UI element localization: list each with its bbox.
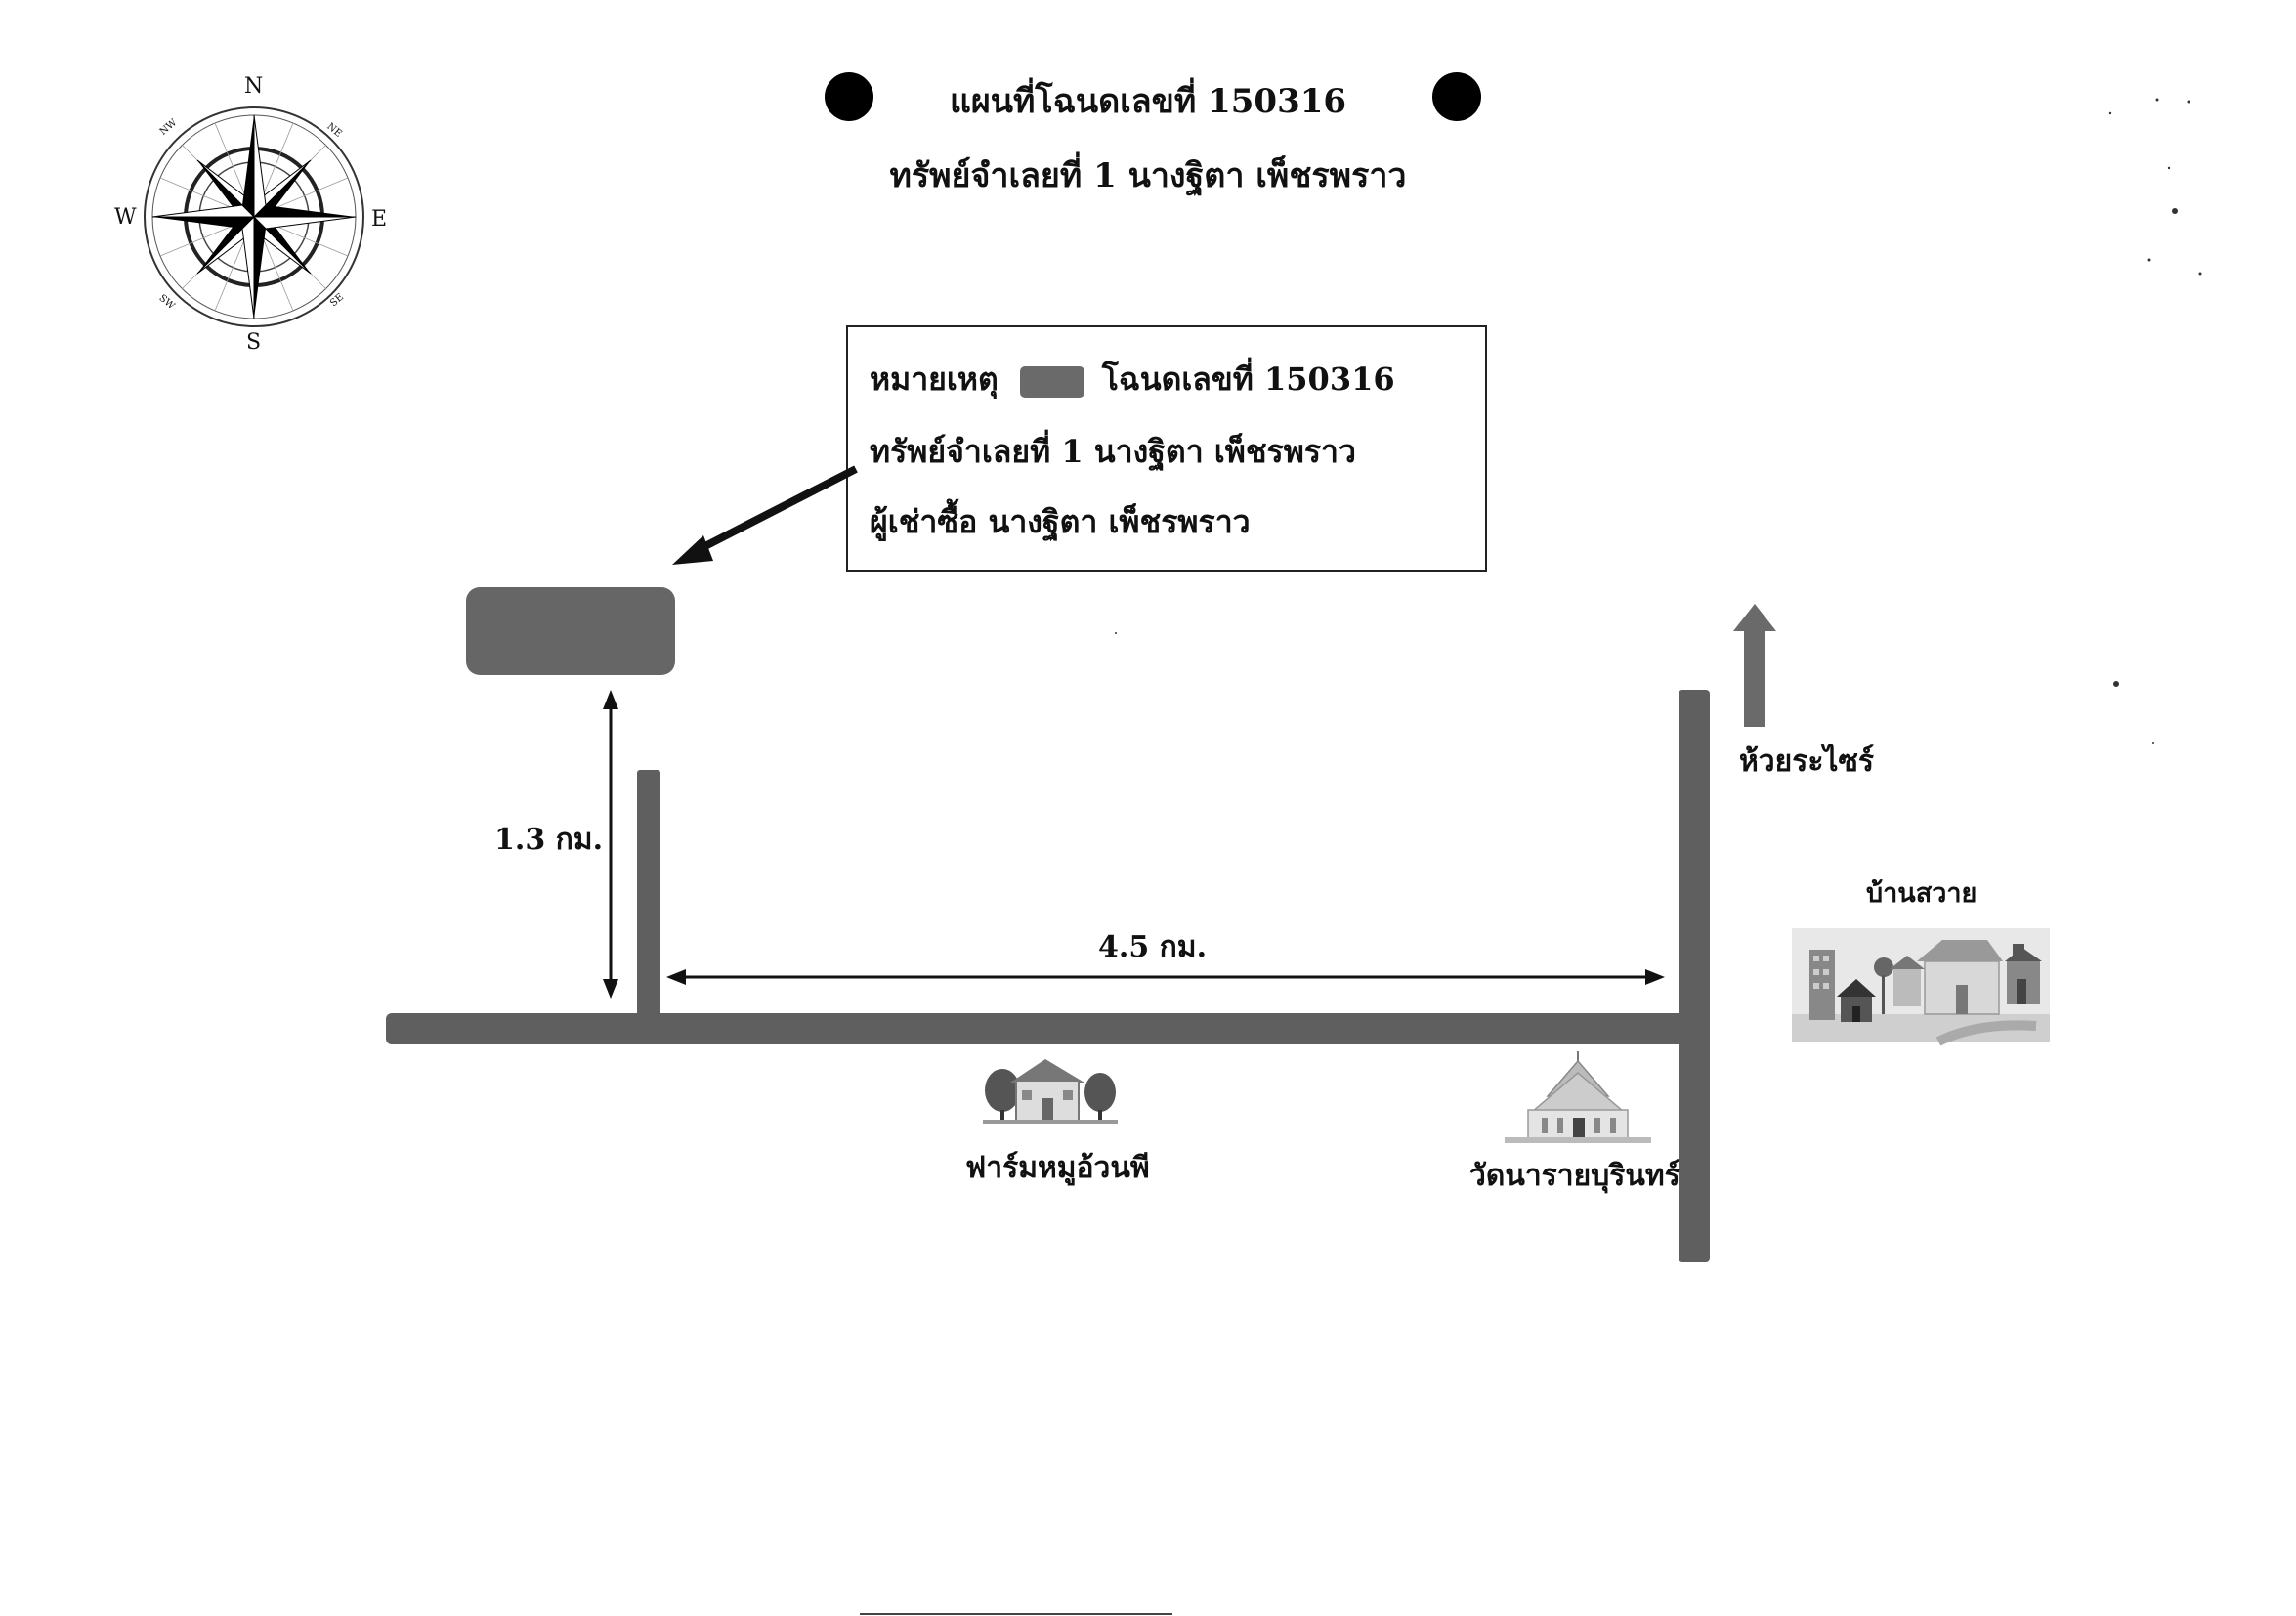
- map-title: แผนที่โฉนดเลขที่ 150316: [949, 82, 1347, 121]
- place-label-village: บ้านสวาย: [1866, 878, 1977, 909]
- access-road-vertical: [637, 770, 660, 1024]
- temple-icon: [1505, 1051, 1651, 1143]
- distance-vertical-label: 1.3 กม.: [494, 823, 604, 857]
- compass-east-label: E: [371, 207, 388, 232]
- legend-line-2: ทรัพย์จำเลยที่ 1 นางฐิตา เพ็ชรพราว: [870, 433, 1356, 470]
- compass-south-label: S: [246, 330, 262, 355]
- land-parcel: [466, 587, 675, 675]
- distance-horizontal-label: 4.5 กม.: [1098, 930, 1208, 964]
- legend-line-1: หมายเหตุ โฉนดเลขที่ 150316: [870, 355, 1395, 404]
- farm-house-icon: [983, 1059, 1118, 1124]
- main-road-horizontal: [386, 1013, 1710, 1044]
- compass-north-label: N: [244, 74, 264, 99]
- compass-west-label: W: [114, 205, 137, 230]
- title-bullet-left: [825, 72, 873, 121]
- title-bullet-right: [1432, 72, 1481, 121]
- place-label-farm: ฟาร์มหมูอ้วนพี: [965, 1151, 1150, 1185]
- place-label-temple: วัดนารายบุรินทร์: [1469, 1159, 1680, 1193]
- cross-road-vertical: [1679, 690, 1710, 1262]
- map-subtitle: ทรัพย์จำเลยที่ 1 นางฐิตา เพ็ชรพราว: [889, 156, 1407, 195]
- village-icon: [1792, 928, 2050, 1046]
- legend-heading: หมายเหตุ: [870, 361, 999, 398]
- place-label-north: ห้วยระไซร์: [1739, 744, 1874, 779]
- compass-icon: [144, 106, 364, 327]
- legend-line-3: ผู้เช่าซื้อ นางฐิตา เพ็ชรพราว: [870, 503, 1251, 540]
- legend-box: หมายเหตุ โฉนดเลขที่ 150316 ทรัพย์จำเลยที่…: [846, 325, 1487, 572]
- legend-deed-label: โฉนดเลขที่ 150316: [1101, 361, 1395, 398]
- legend-parcel-swatch: [1019, 365, 1084, 398]
